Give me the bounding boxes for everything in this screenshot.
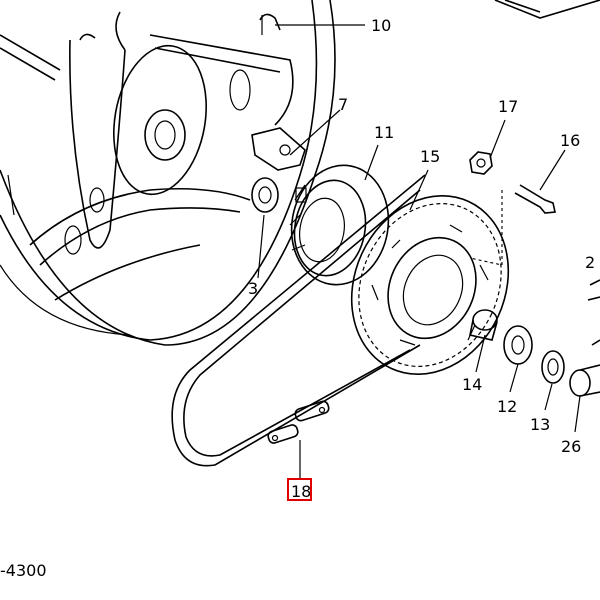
callout-14: 14 bbox=[462, 375, 482, 394]
callout-7: 7 bbox=[338, 95, 348, 114]
part-7-bracket bbox=[251, 127, 306, 171]
callout-13: 13 bbox=[530, 415, 550, 434]
callout-10: 10 bbox=[371, 16, 391, 35]
part-12-bearing bbox=[503, 325, 533, 365]
part-26-spacer bbox=[569, 364, 600, 397]
part-code: -4300 bbox=[0, 561, 47, 580]
frame-corner bbox=[494, 0, 600, 19]
wheel-rim bbox=[0, 0, 336, 346]
part-16-bolt bbox=[514, 184, 556, 214]
callout-17: 17 bbox=[498, 97, 518, 116]
wheel-hub bbox=[29, 11, 294, 301]
part-3-bearing bbox=[251, 177, 279, 213]
part-14-collar bbox=[469, 309, 498, 341]
callout-3: 3 bbox=[248, 279, 258, 298]
part-17-nut bbox=[469, 151, 493, 175]
callout-16: 16 bbox=[560, 131, 580, 150]
part-13-seal bbox=[541, 350, 565, 384]
leader-lines bbox=[257, 24, 581, 480]
highlight-box bbox=[287, 478, 312, 501]
part-2-edge bbox=[587, 279, 600, 346]
part-11-hub bbox=[289, 164, 390, 286]
part-15-sprocket bbox=[350, 194, 510, 376]
part-18-master-link bbox=[267, 400, 330, 444]
callout-15: 15 bbox=[420, 147, 440, 166]
callout-18: 18 bbox=[291, 482, 311, 501]
swingarm bbox=[0, 34, 61, 81]
callout-2: 2 bbox=[585, 253, 595, 272]
callout-11: 11 bbox=[374, 123, 394, 142]
drive-chain bbox=[171, 174, 426, 467]
callout-26: 26 bbox=[561, 437, 581, 456]
callout-12: 12 bbox=[497, 397, 517, 416]
